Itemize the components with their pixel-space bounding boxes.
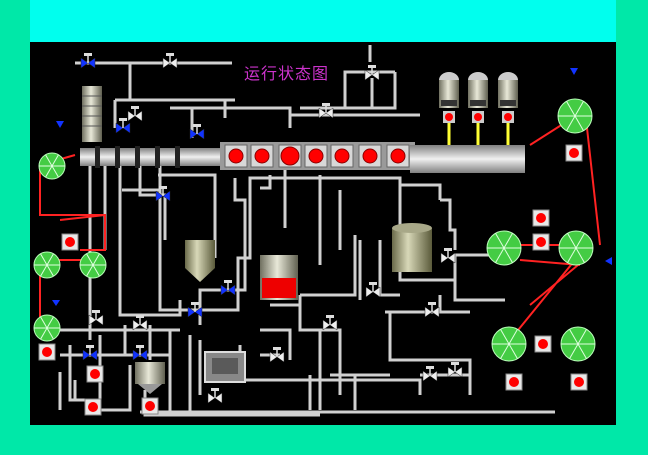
motor-icon[interactable]	[565, 144, 583, 162]
flag-markers	[52, 68, 612, 306]
valve-icon[interactable]	[82, 345, 98, 361]
header-bar	[30, 0, 616, 42]
valve-icon[interactable]	[115, 118, 131, 134]
motor-icon[interactable]	[532, 209, 550, 227]
vacuum-pump-icon[interactable]	[439, 72, 459, 145]
roller-icon	[33, 251, 61, 279]
dryer-cylinder-icon[interactable]	[358, 144, 382, 168]
tower-tank-icon	[82, 86, 102, 142]
valve-icon[interactable]	[132, 345, 148, 361]
vacuum-pump-icon[interactable]	[498, 72, 518, 145]
storage-tank-icon	[392, 223, 432, 272]
pump-box-icon	[204, 351, 246, 383]
valve-icon[interactable]	[269, 347, 285, 363]
felt-rollers	[33, 98, 596, 362]
valve-icon[interactable]	[220, 280, 236, 296]
valve-icon[interactable]	[440, 248, 456, 264]
page-title: 运行状态图	[244, 64, 330, 83]
flag-icon	[605, 257, 612, 265]
motor-icon[interactable]	[532, 233, 550, 251]
valve-icon[interactable]	[365, 282, 381, 298]
flag-icon	[52, 300, 60, 306]
valve-icon[interactable]	[155, 186, 171, 202]
vacuum-header	[410, 145, 525, 173]
valve-icon[interactable]	[322, 315, 338, 331]
valve-icon[interactable]	[364, 65, 380, 81]
dryer-cylinders	[224, 144, 410, 168]
roller-icon	[38, 152, 66, 180]
roller-icon	[33, 314, 61, 342]
condensate-tank-icon	[260, 255, 298, 300]
dryer-cylinder-icon[interactable]	[330, 144, 354, 168]
valves	[80, 53, 463, 404]
valve-icon[interactable]	[88, 310, 104, 326]
valve-icon[interactable]	[189, 124, 205, 140]
roller-icon	[557, 98, 593, 134]
flash-tank-icon	[185, 240, 215, 282]
motor-icon[interactable]	[86, 365, 104, 383]
roller-icon	[558, 230, 594, 266]
valve-icon[interactable]	[422, 366, 438, 382]
valve-icon[interactable]	[132, 315, 148, 331]
motor-icon[interactable]	[38, 343, 56, 361]
roller-icon	[79, 251, 107, 279]
valve-icon[interactable]	[187, 302, 203, 318]
flag-icon	[570, 68, 578, 75]
roller-icon	[491, 326, 527, 362]
motor-icon[interactable]	[61, 233, 79, 251]
dryer-cylinder-icon[interactable]	[278, 144, 302, 168]
motor-icon[interactable]	[505, 373, 523, 391]
motor-icon[interactable]	[141, 397, 159, 415]
valve-icon[interactable]	[162, 53, 178, 69]
vacuum-pumps	[439, 72, 518, 145]
motor-icon[interactable]	[84, 398, 102, 416]
dryer-cylinder-icon[interactable]	[250, 144, 274, 168]
valve-icon[interactable]	[447, 362, 463, 378]
header-flanges	[95, 146, 180, 168]
dryer-cylinder-icon[interactable]	[224, 144, 248, 168]
vacuum-pump-icon[interactable]	[468, 72, 488, 145]
small-tank-icon	[135, 362, 165, 394]
motor-icon[interactable]	[570, 373, 588, 391]
roller-icon	[486, 230, 522, 266]
motor-icon[interactable]	[534, 335, 552, 353]
valve-icon[interactable]	[80, 53, 96, 69]
flag-icon	[56, 121, 64, 128]
dryer-cylinder-icon[interactable]	[386, 144, 410, 168]
valve-icon[interactable]	[127, 106, 143, 122]
roller-icon	[560, 326, 596, 362]
motor-indicators	[38, 144, 588, 416]
dryer-cylinder-icon[interactable]	[304, 144, 328, 168]
valve-icon[interactable]	[207, 388, 223, 404]
dryer-header	[80, 148, 220, 166]
valve-icon[interactable]	[424, 302, 440, 318]
valve-icon[interactable]	[318, 103, 334, 119]
